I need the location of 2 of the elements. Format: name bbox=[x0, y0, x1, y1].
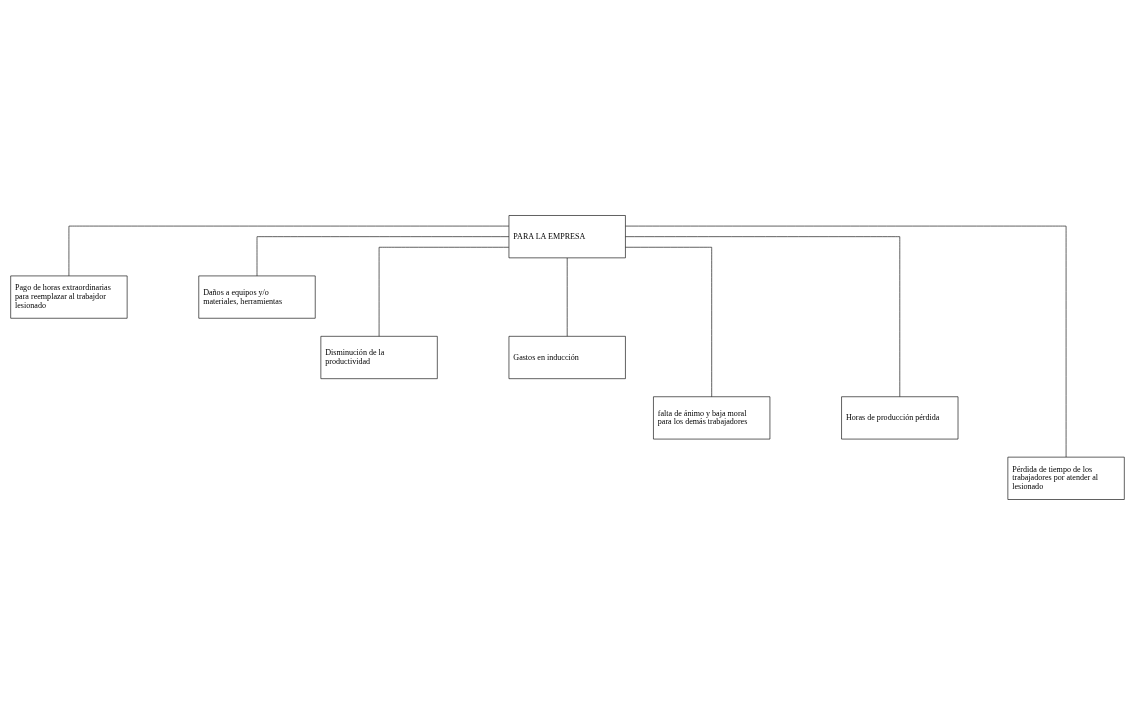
connector bbox=[625, 246, 712, 397]
connector bbox=[625, 236, 901, 397]
